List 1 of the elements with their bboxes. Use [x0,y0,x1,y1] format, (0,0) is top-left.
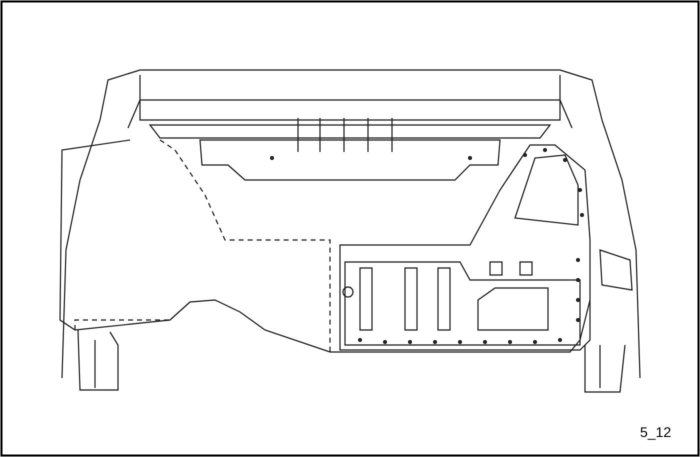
figure-number: 5_12 [640,424,672,440]
